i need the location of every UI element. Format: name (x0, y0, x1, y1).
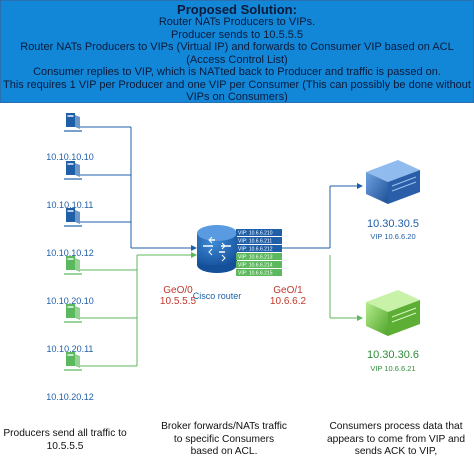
port-left: GeO/0 10.5.5.5 (158, 285, 198, 307)
router-vip-item: VIP: 10.6.6.211 (236, 237, 282, 245)
producer-links-green (80, 252, 197, 367)
router-icon (197, 225, 237, 273)
producer-pc-icon (64, 113, 82, 132)
router-vip-text: VIP: 10.6.6.215 (238, 271, 273, 277)
router-vip-text: VIP: 10.6.6.211 (238, 239, 272, 245)
port-left-name: GeO/0 (163, 285, 193, 296)
producer-ip: 10.10.20.12 (46, 392, 94, 402)
consumer-vip: VIP 10.6.6.20 (370, 232, 416, 241)
router-vip-text: VIP: 10.6.6.210 (238, 231, 273, 237)
producer-ip: 10.10.10.10 (46, 152, 94, 162)
router-vip-text: VIP: 10.6.6.214 (238, 263, 273, 269)
port-right-name: GeO/1 (273, 285, 303, 296)
producer-pc-icon (64, 256, 82, 275)
router-vip-item: VIP: 10.6.6.214 (236, 261, 282, 269)
port-right: GeO/1 10.6.6.2 (266, 285, 310, 307)
consumer-ip: 10.30.30.6 (367, 349, 419, 361)
solution-banner: Proposed Solution: Router NATs Producers… (0, 0, 474, 103)
router-vip-item: VIP: 10.6.6.215 (236, 269, 282, 277)
producer-ip: 10.10.20.10 (46, 296, 94, 306)
router-vip-item: VIP: 10.6.6.212 (236, 245, 282, 253)
router-vip-text: VIP: 10.6.6.213 (238, 255, 273, 261)
producer-icons (64, 113, 82, 371)
server-icon-blue (366, 160, 420, 204)
router-vip-text: VIP: 10.6.6.212 (238, 247, 273, 253)
caption-broker: Broker forwards/NATs traffic to specific… (161, 421, 287, 457)
consumer-ip: 10.30.30.5 (367, 218, 419, 230)
producer-pc-icon (64, 208, 82, 227)
router-label: Cisco router (192, 291, 242, 301)
producer-ip: 10.10.10.12 (46, 248, 94, 258)
producer-links-blue (80, 126, 197, 251)
producer-pc-icon (64, 304, 82, 323)
banner-line: Router NATs Producers to VIPs (Virtual I… (20, 41, 454, 66)
server-icon-green (366, 290, 420, 336)
producer-pc-icon (64, 352, 82, 371)
caption-consumers: Consumers process data that appears to c… (327, 421, 465, 457)
consumer-vip: VIP 10.6.6.21 (370, 364, 416, 373)
caption-producers: Producers send all traffic to 10.5.5.5 (3, 428, 127, 452)
banner-title: Proposed Solution: (177, 2, 297, 17)
producer-pc-icon (64, 161, 82, 180)
port-right-ip: 10.6.6.2 (269, 296, 307, 307)
router-vip-item: VIP: 10.6.6.213 (236, 253, 282, 261)
router-vip-item: VIP: 10.6.6.210 (236, 229, 282, 237)
producer-ip: 10.10.20.11 (46, 344, 94, 354)
producer-ip: 10.10.10.11 (46, 200, 94, 210)
banner-line: Producer sends to 10.5.5.5 (170, 28, 304, 41)
banner-line: Consumer replies to VIP, which is NATted… (33, 66, 441, 78)
port-left-ip: 10.5.5.5 (159, 296, 197, 307)
banner-line: Router NATs Producers to VIPs. (158, 16, 316, 28)
banner-line: This requires 1 VIP per Producer and one… (3, 78, 471, 103)
